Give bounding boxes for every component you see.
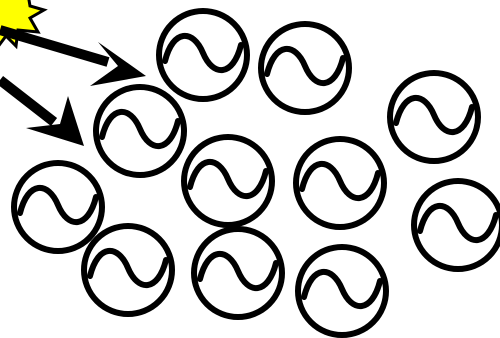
arrow-lower bbox=[0, 80, 84, 146]
oscillator-circle bbox=[390, 73, 478, 161]
oscillator-circle bbox=[84, 226, 172, 314]
oscillator-circle bbox=[159, 11, 247, 99]
arrow-upper bbox=[0, 30, 146, 86]
oscillator-circle bbox=[298, 247, 386, 335]
oscillator-circle bbox=[414, 181, 500, 269]
oscillator-circle bbox=[296, 139, 384, 227]
oscillator-circle bbox=[14, 163, 102, 251]
oscillator-circle bbox=[96, 87, 184, 175]
oscillator-circle bbox=[184, 137, 272, 225]
oscillator-circle bbox=[194, 229, 282, 317]
oscillator-circle bbox=[261, 24, 349, 112]
